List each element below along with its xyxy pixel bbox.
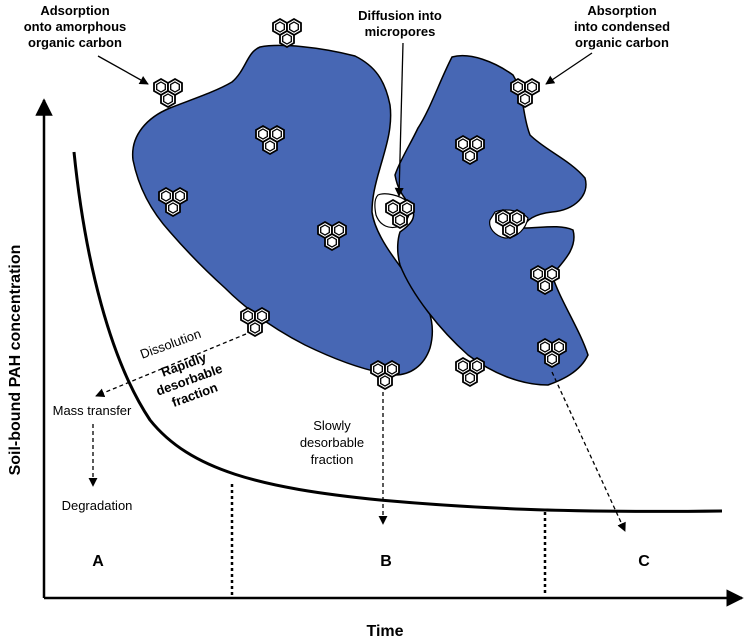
diffusion-arrow xyxy=(394,42,404,197)
svg-text:into condensed: into condensed xyxy=(574,19,670,34)
svg-text:fraction: fraction xyxy=(311,452,354,467)
slow-fraction-label: Slowly desorbable fraction xyxy=(300,418,364,467)
adsorption-arrow xyxy=(97,55,149,85)
svg-text:onto amorphous: onto amorphous xyxy=(24,19,127,34)
condensed-release-arrow xyxy=(551,371,626,532)
pah-molecule-icon xyxy=(455,357,485,387)
svg-text:Diffusion into: Diffusion into xyxy=(358,8,442,23)
svg-text:Slowly: Slowly xyxy=(313,418,351,433)
dissolution-arrow xyxy=(95,333,247,398)
absorption-arrow xyxy=(545,52,593,85)
pah-molecule-icon xyxy=(370,360,400,390)
label-diffusion: Diffusion into micropores xyxy=(358,8,442,39)
label-absorption: Absorption into condensed organic carbon xyxy=(574,3,670,50)
svg-text:desorbable: desorbable xyxy=(300,435,364,450)
concentration-decay-curve xyxy=(72,151,723,513)
phase-label-a: A xyxy=(92,553,104,570)
y-axis-label: Soil-bound PAH concentration xyxy=(7,245,24,476)
svg-text:Adsorption: Adsorption xyxy=(40,3,109,18)
svg-text:organic carbon: organic carbon xyxy=(28,35,122,50)
svg-text:micropores: micropores xyxy=(365,24,436,39)
rapid-fraction-label: Rapidly desorbable fraction xyxy=(154,349,224,410)
pah-molecule-icon xyxy=(272,18,302,48)
label-adsorption: Adsorption onto amorphous organic carbon xyxy=(24,3,127,50)
svg-text:organic carbon: organic carbon xyxy=(575,35,669,50)
pah-molecule-icon xyxy=(153,78,183,108)
x-axis-label: Time xyxy=(366,623,403,640)
mass-transfer-label: Mass transfer xyxy=(53,403,132,418)
pah-molecule-icon xyxy=(240,307,270,337)
phase-label-b: B xyxy=(380,553,392,570)
phase-label-c: C xyxy=(638,553,650,570)
svg-text:Absorption: Absorption xyxy=(587,3,656,18)
degradation-label: Degradation xyxy=(62,498,133,513)
